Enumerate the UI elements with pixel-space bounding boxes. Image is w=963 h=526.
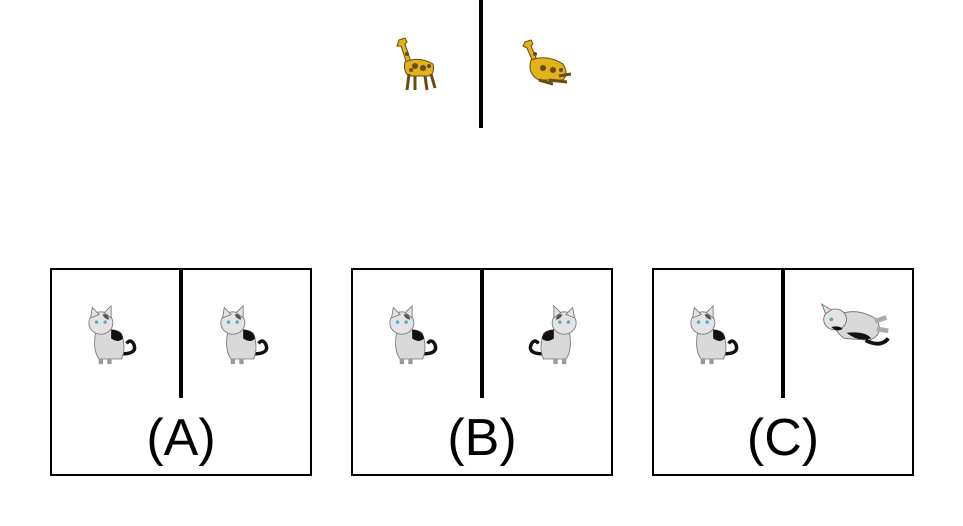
option-b-divider — [480, 270, 484, 398]
example-divider — [479, 0, 483, 128]
option-a-label: (A) — [146, 409, 216, 467]
option-c-right-image — [818, 298, 894, 356]
option-b-label: (B) — [447, 409, 517, 467]
example-right-image — [516, 34, 578, 94]
option-b-box[interactable]: (B) — [351, 268, 613, 476]
option-c-label: (C) — [746, 409, 820, 467]
option-a-box[interactable]: (A) — [50, 268, 312, 476]
option-c-left-image — [684, 300, 744, 370]
option-c-box[interactable]: (C) — [652, 268, 914, 476]
option-b-left-image — [383, 300, 443, 370]
option-a-divider — [179, 270, 183, 398]
option-b-right-image — [523, 300, 583, 370]
option-a-left-image — [82, 300, 142, 370]
option-c-divider — [781, 270, 785, 398]
option-a-right-image — [214, 300, 274, 370]
example-left-image — [384, 34, 446, 94]
